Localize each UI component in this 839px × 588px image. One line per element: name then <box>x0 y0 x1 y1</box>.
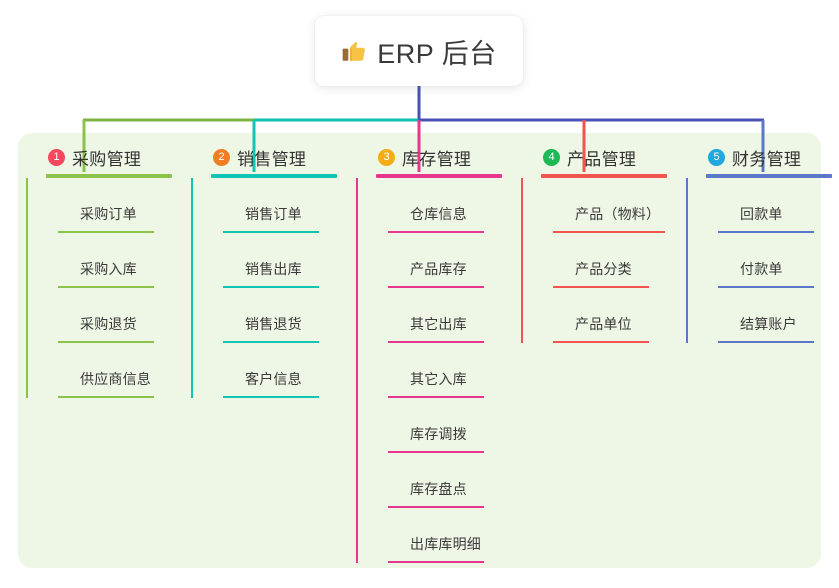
branch-header-5[interactable]: 5 财务管理 <box>686 145 839 169</box>
branch-item-rule <box>58 341 154 343</box>
branch-item-label: 产品（物料） <box>575 206 661 222</box>
branch-item-label: 出库库明细 <box>410 536 481 552</box>
branch-item-rule <box>718 286 814 288</box>
branch-item-rule <box>388 286 484 288</box>
branch-item-rule <box>58 231 154 233</box>
branch-item-label: 客户信息 <box>245 371 302 387</box>
branch-item-label: 库存盘点 <box>410 481 467 497</box>
branch-item-label: 销售退货 <box>245 316 302 332</box>
branch-badge-5: 5 <box>708 148 725 166</box>
branch-item-rule <box>223 286 319 288</box>
branch-item-label: 采购入库 <box>80 261 137 277</box>
branch-items-3: 仓库信息产品库存其它出库其它入库库存调拨库存盘点出库库明细 <box>356 178 521 563</box>
branch-title-2: 销售管理 <box>237 149 307 169</box>
branch-item[interactable]: 库存盘点 <box>388 453 521 508</box>
branch-item-rule <box>388 341 484 343</box>
branch-badge-4: 4 <box>543 148 560 166</box>
branch-item-rule <box>553 341 649 343</box>
branch-item-rule <box>388 396 484 398</box>
branch-item-label: 供应商信息 <box>80 371 151 387</box>
branch-item[interactable]: 产品单位 <box>553 288 686 343</box>
branch-item[interactable]: 付款单 <box>718 233 839 288</box>
branch-column-3: 3 库存管理 仓库信息产品库存其它出库其它入库库存调拨库存盘点出库库明细 <box>356 145 521 563</box>
branch-item-label: 其它出库 <box>410 316 467 332</box>
branch-title-3: 库存管理 <box>402 149 472 169</box>
branch-column-5: 5 财务管理 回款单付款单结算账户 <box>686 145 839 343</box>
branch-item[interactable]: 仓库信息 <box>388 178 521 233</box>
branch-item-label: 采购退货 <box>80 316 137 332</box>
branch-item-label: 库存调拨 <box>410 426 467 442</box>
branch-item-label: 采购订单 <box>80 206 137 222</box>
branch-items-5: 回款单付款单结算账户 <box>686 178 839 343</box>
branch-item-label: 产品分类 <box>575 261 632 277</box>
branch-item-label: 产品单位 <box>575 316 632 332</box>
branch-item[interactable]: 供应商信息 <box>58 343 191 398</box>
branch-item[interactable]: 结算账户 <box>718 288 839 343</box>
branch-column-1: 1 采购管理 采购订单采购入库采购退货供应商信息 <box>26 145 191 398</box>
branch-items-4: 产品（物料） 产品分类产品单位 <box>521 178 686 343</box>
branch-item-rule <box>388 231 484 233</box>
branch-header-2[interactable]: 2 销售管理 <box>191 145 356 169</box>
branch-item[interactable]: 库存调拨 <box>388 398 521 453</box>
branch-header-4[interactable]: 4 产品管理 <box>521 145 686 169</box>
branch-item-label: 结算账户 <box>740 316 797 332</box>
branch-item-rule <box>223 231 319 233</box>
branch-column-4: 4 产品管理 产品（物料） 产品分类产品单位 <box>521 145 686 343</box>
branch-item-rule <box>388 451 484 453</box>
branch-item-label: 销售订单 <box>245 206 302 222</box>
branch-item[interactable]: 其它出库 <box>388 288 521 343</box>
branch-badge-1: 1 <box>48 148 65 166</box>
branch-item-label: 仓库信息 <box>410 206 467 222</box>
branch-item[interactable]: 产品（物料） <box>553 178 686 233</box>
branch-title-1: 采购管理 <box>72 149 142 169</box>
branch-item[interactable]: 销售订单 <box>223 178 356 233</box>
branch-header-3[interactable]: 3 库存管理 <box>356 145 521 169</box>
root-title: ERP 后台 <box>377 38 497 69</box>
branch-title-5: 财务管理 <box>732 149 802 169</box>
branch-item-label: 付款单 <box>740 261 783 277</box>
branch-item-rule <box>388 506 484 508</box>
branch-items-2: 销售订单销售出库销售退货客户信息 <box>191 178 356 398</box>
branch-items-1: 采购订单采购入库采购退货供应商信息 <box>26 178 191 398</box>
branch-item-label: 回款单 <box>740 206 783 222</box>
branch-item-label: 其它入库 <box>410 371 467 387</box>
branch-item[interactable]: 产品库存 <box>388 233 521 288</box>
branch-item[interactable]: 采购退货 <box>58 288 191 343</box>
branch-item-label: 产品库存 <box>410 261 467 277</box>
branch-item-rule <box>718 231 814 233</box>
branch-column-2: 2 销售管理 销售订单销售出库销售退货客户信息 <box>191 145 356 398</box>
branch-item[interactable]: 其它入库 <box>388 343 521 398</box>
branch-header-1[interactable]: 1 采购管理 <box>26 145 191 169</box>
branch-item-rule <box>718 341 814 343</box>
branch-item[interactable]: 采购入库 <box>58 233 191 288</box>
branch-header-rule-3 <box>376 174 502 178</box>
branch-item-rule <box>58 286 154 288</box>
branch-item[interactable]: 回款单 <box>718 178 839 233</box>
branch-item-rule <box>388 561 484 563</box>
branch-item[interactable]: 产品分类 <box>553 233 686 288</box>
branch-item-rule <box>58 396 154 398</box>
branch-badge-2: 2 <box>213 148 230 166</box>
root-node[interactable]: ERP 后台 <box>315 16 523 86</box>
branch-header-rule-2 <box>211 174 337 178</box>
branch-item[interactable]: 销售出库 <box>223 233 356 288</box>
thumbs-up-icon <box>342 42 366 61</box>
branch-item-rule <box>223 396 319 398</box>
branch-badge-3: 3 <box>378 148 395 166</box>
branch-item[interactable]: 出库库明细 <box>388 508 521 563</box>
branch-header-rule-1 <box>46 174 172 178</box>
branch-title-4: 产品管理 <box>567 149 637 169</box>
branch-item[interactable]: 客户信息 <box>223 343 356 398</box>
branch-item-rule <box>553 231 665 233</box>
branch-item[interactable]: 销售退货 <box>223 288 356 343</box>
branch-header-rule-5 <box>706 174 832 178</box>
branch-item-label: 销售出库 <box>245 261 302 277</box>
branch-item[interactable]: 采购订单 <box>58 178 191 233</box>
branch-header-rule-4 <box>541 174 667 178</box>
branch-item-rule <box>553 286 649 288</box>
branch-item-rule <box>223 341 319 343</box>
